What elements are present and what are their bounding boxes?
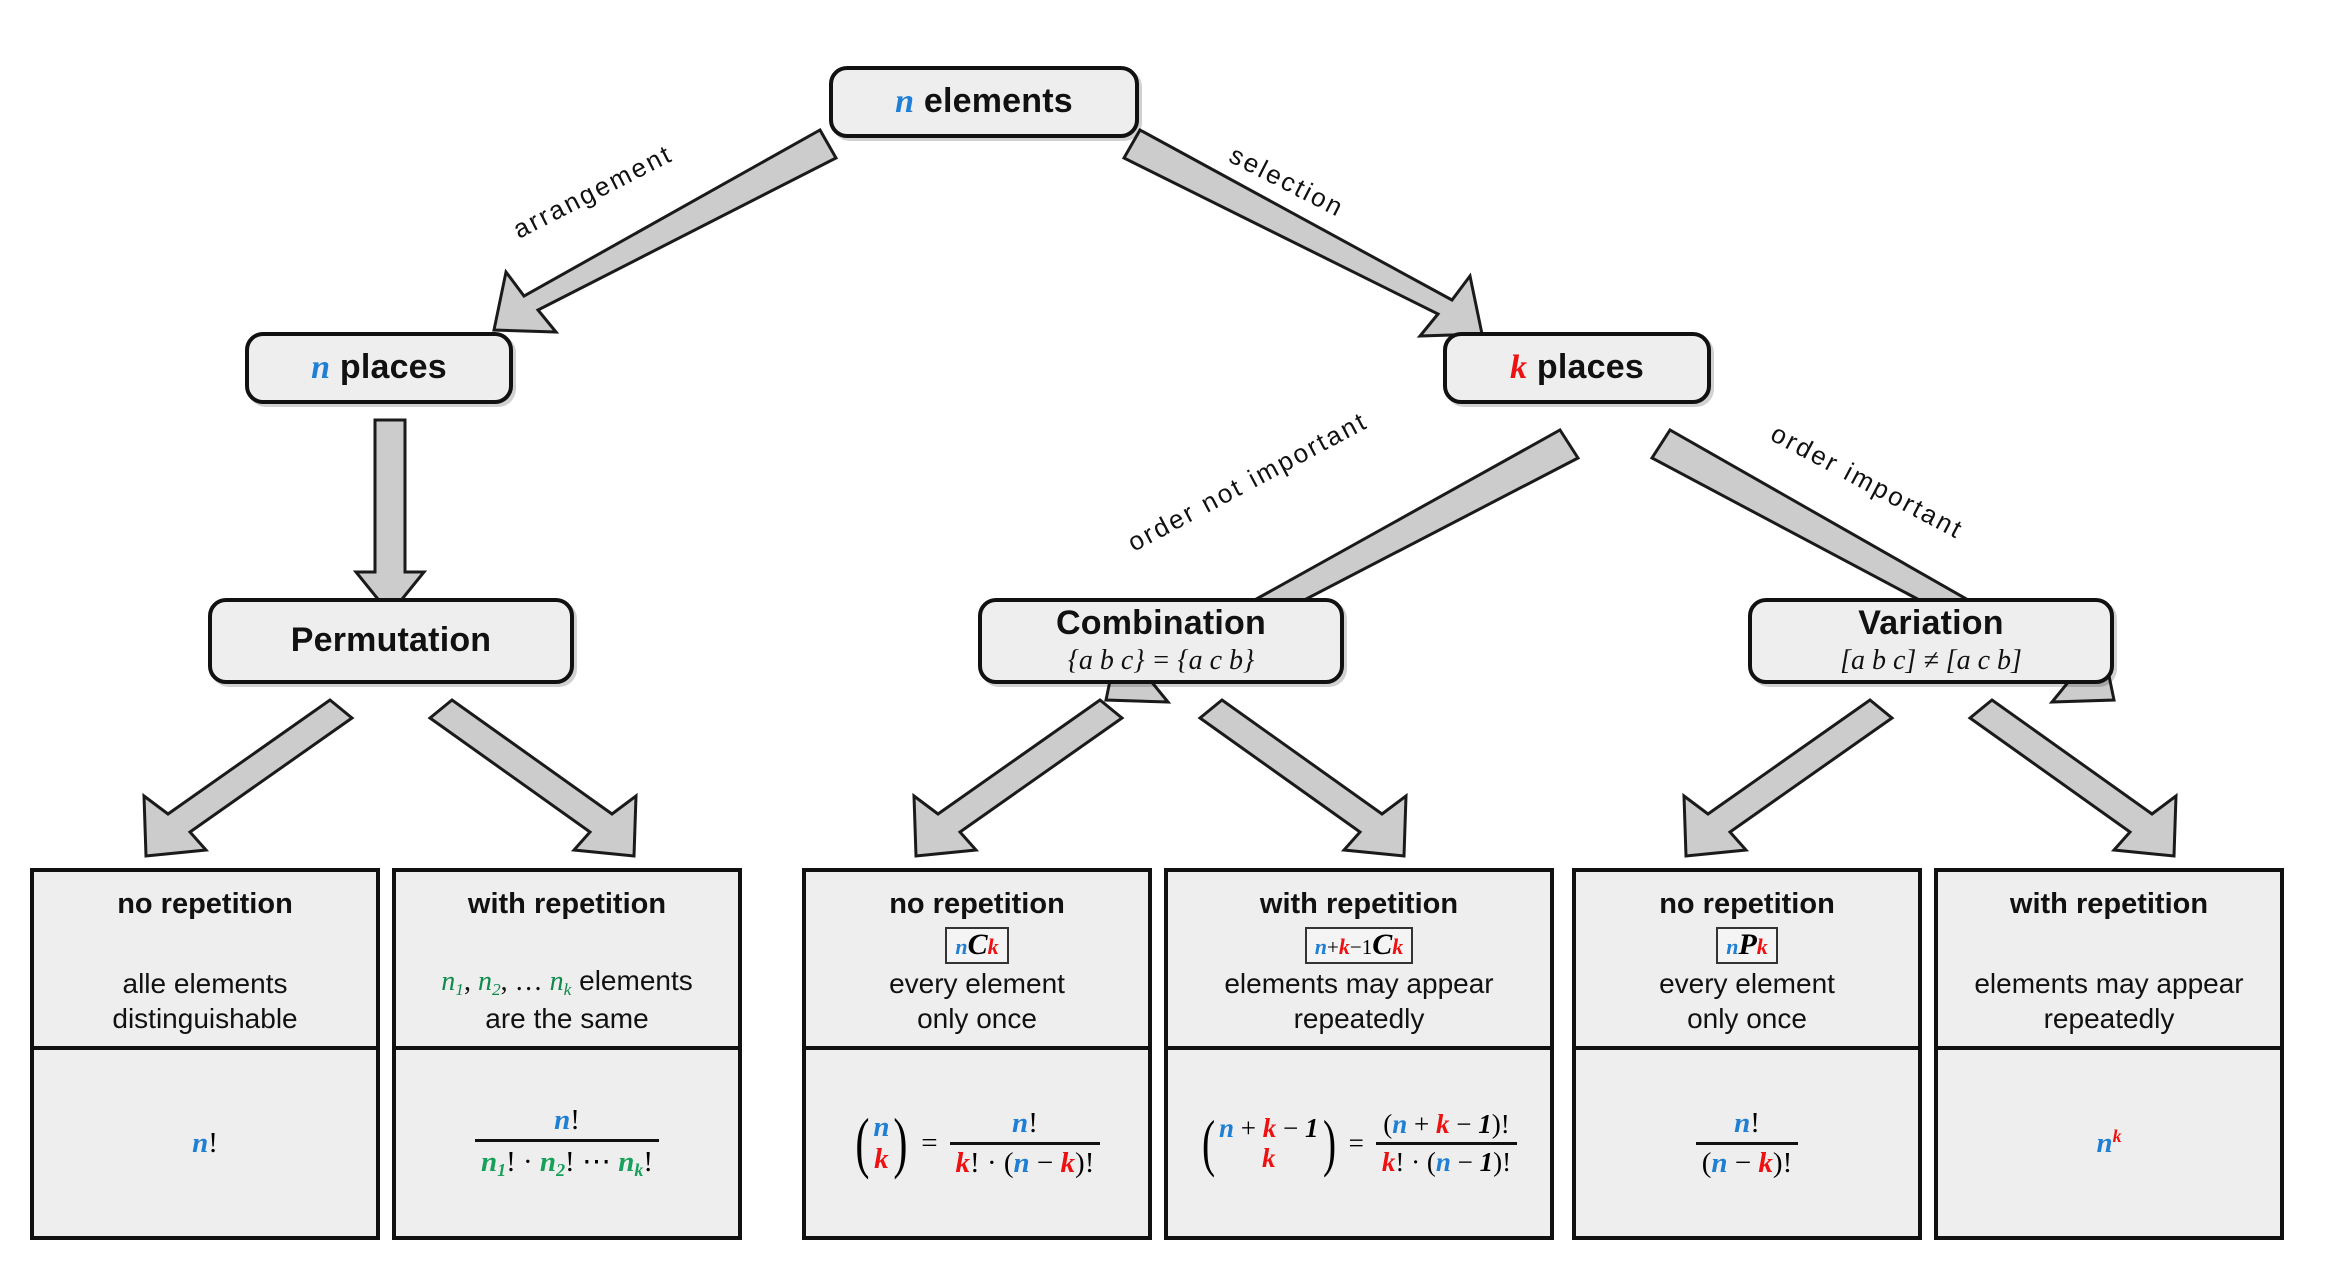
leaf-upper: with repetition n+k−1Ck elements may app… [1168,872,1550,1050]
edge-label-order-important: order important [1766,417,1969,545]
node-variation-subtitle: [a b c] ≠ [a c b] [1840,644,2022,676]
leaf-description: every element only once [889,968,1065,1034]
node-k-places[interactable]: k places [1443,332,1711,404]
leaf-upper: no repetition nCk every element only onc… [806,872,1148,1050]
leaf-upper: no repetition nPk every element only onc… [1576,872,1918,1050]
edge-label-arrangement: arrangement [507,138,678,245]
node-combination[interactable]: Combination {a b c} = {a c b} [978,598,1344,684]
variable-n: n [895,83,915,121]
node-combination-title: Combination [1056,604,1266,643]
edge-label-order-not-important: order not important [1122,405,1373,558]
leaf-permutation-with-repetition[interactable]: with repetition n1, n2, … nk elements ar… [392,868,742,1240]
leaf-variation-no-repetition[interactable]: no repetition nPk every element only onc… [1572,868,1922,1240]
leaf-notation-npkm1Ck: n+k−1Ck [1304,927,1414,965]
leaf-description: alle elements distinguishable [112,968,298,1034]
arrow-combination-right [1197,698,1408,858]
arrow-n-places-permutation [352,418,428,617]
variable-k: k [1510,349,1528,387]
leaf-combination-with-repetition[interactable]: with repetition n+k−1Ck elements may app… [1164,868,1554,1240]
arrow-variation-left [1682,698,1895,858]
arrow-permutation-left [142,698,355,858]
leaf-formula: n! (n − k)! [1576,1050,1918,1236]
leaf-upper: with repetition elements may appear repe… [1938,872,2280,1050]
node-n-places-label: n places [311,348,447,387]
leaf-notation-nCk: nCk [945,927,1009,965]
leaf-heading: with repetition [467,888,667,920]
variable-n: n [311,349,331,387]
leaf-heading: no repetition [117,888,293,920]
leaf-description: elements may appear repeatedly [1974,968,2244,1034]
leaf-heading: with repetition [2009,888,2209,920]
leaf-description: every element only once [1659,968,1835,1034]
node-k-places-label: k places [1510,348,1644,387]
arrow-permutation-right [427,698,638,858]
node-n-elements[interactable]: n elements [829,66,1139,138]
node-n-places[interactable]: n places [245,332,513,404]
leaf-upper: no repetition alle elements distinguisha… [34,872,376,1050]
leaf-heading: with repetition [1259,888,1459,920]
leaf-variation-with-repetition[interactable]: with repetition elements may appear repe… [1934,868,2284,1240]
leaf-heading: no repetition [889,888,1065,920]
leaf-permutation-no-repetition[interactable]: no repetition alle elements distinguisha… [30,868,380,1240]
leaf-notation-nPk: nPk [1716,927,1778,965]
node-permutation-title: Permutation [290,621,492,660]
leaf-formula: n! n1! · n2! ⋯ nk! [396,1050,738,1236]
arrow-selection [1121,127,1484,338]
edge-label-selection: selection [1224,139,1350,224]
leaf-upper: with repetition n1, n2, … nk elements ar… [396,872,738,1050]
leaf-description: elements may appear repeatedly [1224,968,1494,1034]
arrow-combination-left [912,698,1125,858]
node-permutation[interactable]: Permutation [208,598,574,684]
leaf-heading: no repetition [1659,888,1835,920]
leaf-combination-no-repetition[interactable]: no repetition nCk every element only onc… [802,868,1152,1240]
node-variation-title: Variation [1858,604,2004,643]
node-variation[interactable]: Variation [a b c] ≠ [a c b] [1748,598,2114,684]
node-combination-subtitle: {a b c} = {a c b} [1067,644,1255,676]
leaf-formula: n! [192,1126,218,1159]
leaf-description: n1, n2, … nk elements are the same [441,965,693,1034]
arrow-variation-right [1967,698,2178,858]
node-n-elements-label: n elements [895,82,1073,121]
leaf-formula: ( n + k − 1 k ) = (n + k − 1)! k! · (n −… [1168,1050,1550,1236]
